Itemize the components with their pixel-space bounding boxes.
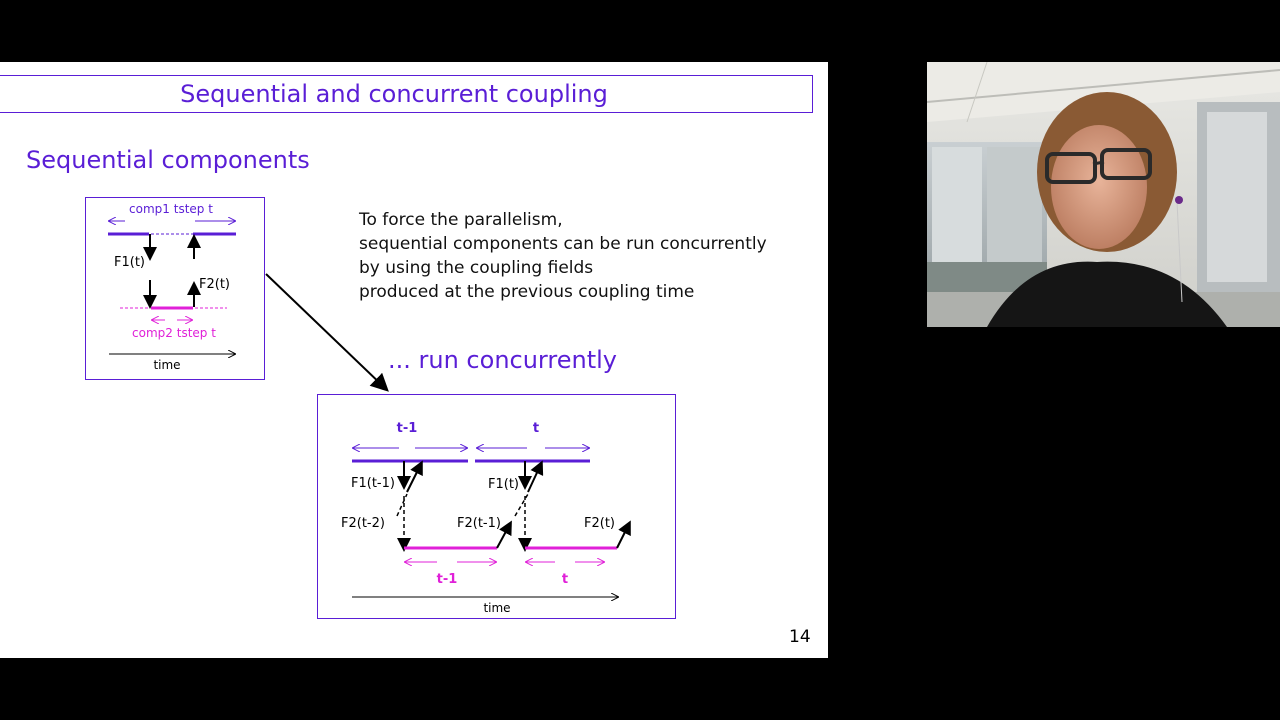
- explanation-line: sequential components can be run concurr…: [359, 234, 767, 254]
- f1-label: F1(t): [114, 255, 145, 270]
- time-label: time: [483, 601, 510, 615]
- f2-label: F2(t): [199, 277, 230, 292]
- top-label-left: t-1: [397, 421, 418, 436]
- explanation-line: produced at the previous coupling time: [359, 282, 695, 302]
- connector-arrow: [265, 273, 389, 392]
- comp2-label: comp2 tstep t: [132, 326, 216, 340]
- f2-label: F2(t): [584, 516, 615, 531]
- presenter-video-image: [927, 62, 1280, 327]
- explanation-line: by using the coupling fields: [359, 258, 594, 278]
- f1-prev-label: F1(t-1): [351, 476, 395, 491]
- f2-prev2-label: F2(t-2): [341, 516, 385, 531]
- explanation-line: To force the parallelism,: [359, 210, 563, 230]
- bottom-label-right: t: [562, 572, 568, 587]
- explanation-text: To force the parallelism, sequential com…: [359, 208, 767, 304]
- time-label: time: [153, 358, 180, 372]
- f2-prev-label: F2(t-1): [457, 516, 501, 531]
- slide-title: Sequential and concurrent coupling: [180, 80, 608, 108]
- f1-label: F1(t): [488, 477, 519, 492]
- slide-title-box: Sequential and concurrent coupling: [0, 75, 813, 113]
- comp1-label: comp1 tstep t: [129, 202, 213, 216]
- presentation-slide: Sequential and concurrent coupling Seque…: [0, 62, 828, 658]
- sequential-diagram: comp1 tstep t F1(t) F2(t) comp2 tstep t …: [85, 197, 265, 380]
- page-number: 14: [789, 627, 811, 647]
- section-heading: Sequential components: [26, 146, 310, 174]
- bottom-label-left: t-1: [437, 572, 458, 587]
- concurrent-heading: ... run concurrently: [388, 346, 617, 374]
- webcam-feed: [927, 62, 1280, 327]
- top-label-right: t: [533, 421, 539, 436]
- concurrent-diagram: t-1 t F1(t-1) F1(t) F2(t-2) F2(t-1) F2(t…: [317, 394, 676, 619]
